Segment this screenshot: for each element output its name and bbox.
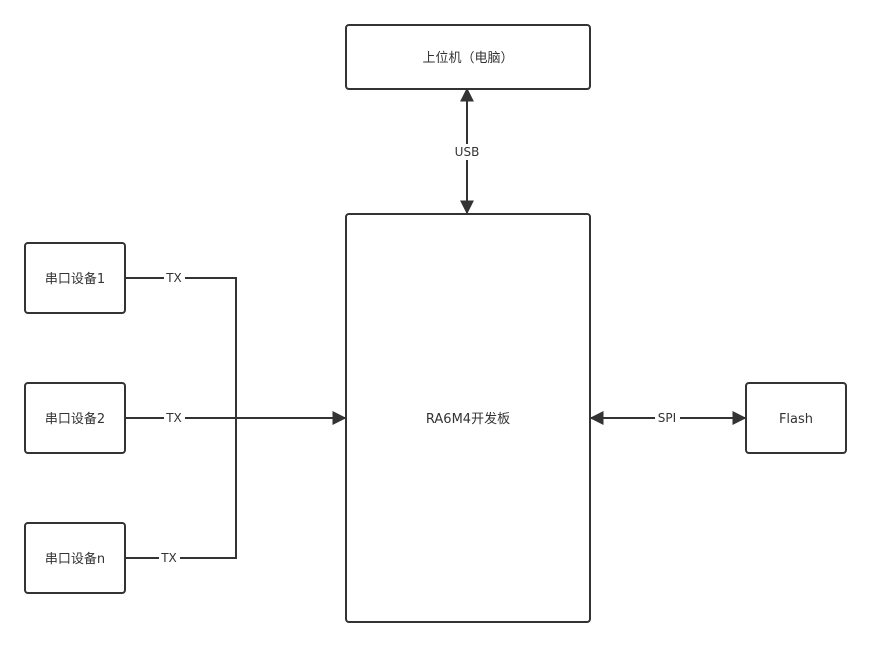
board-node: RA6M4开发板 xyxy=(345,213,591,623)
flash-node: Flash xyxy=(745,382,847,454)
serialn-label: 串口设备n xyxy=(45,551,105,567)
spi-connector: SPI xyxy=(589,410,747,426)
serial1-box xyxy=(24,242,126,314)
txn-line xyxy=(125,418,237,559)
tx1-label-bg xyxy=(164,270,185,286)
usb-connector: USB xyxy=(452,87,482,215)
usb-label: USB xyxy=(455,145,480,159)
spi-label: SPI xyxy=(658,411,676,425)
tx1-line xyxy=(125,277,237,418)
tx2-label: TX xyxy=(165,411,182,425)
flash-box xyxy=(745,382,847,454)
serialn-box xyxy=(24,522,126,594)
spi-label-bg xyxy=(655,410,680,426)
board-label: RA6M4开发板 xyxy=(426,411,510,427)
serial2-box xyxy=(24,382,126,454)
tx2-label-bg xyxy=(164,410,185,426)
serial1-node: 串口设备1 xyxy=(24,242,126,314)
tx1-label: TX xyxy=(165,271,182,285)
tx1-connector: TX xyxy=(125,270,237,418)
txn-label-bg xyxy=(159,550,180,566)
flash-label: Flash xyxy=(779,412,813,427)
txn-label: TX xyxy=(160,551,177,565)
serialn-node: 串口设备n xyxy=(24,522,126,594)
serial1-label: 串口设备1 xyxy=(45,271,105,287)
usb-label-bg xyxy=(452,144,482,160)
board-box xyxy=(345,213,591,623)
host-box xyxy=(345,24,591,90)
txn-connector: TX xyxy=(125,418,237,566)
serial2-node: 串口设备2 xyxy=(24,382,126,454)
host-node: 上位机（电脑） xyxy=(345,24,591,90)
host-label: 上位机（电脑） xyxy=(422,51,513,66)
serial2-label: 串口设备2 xyxy=(45,411,105,427)
